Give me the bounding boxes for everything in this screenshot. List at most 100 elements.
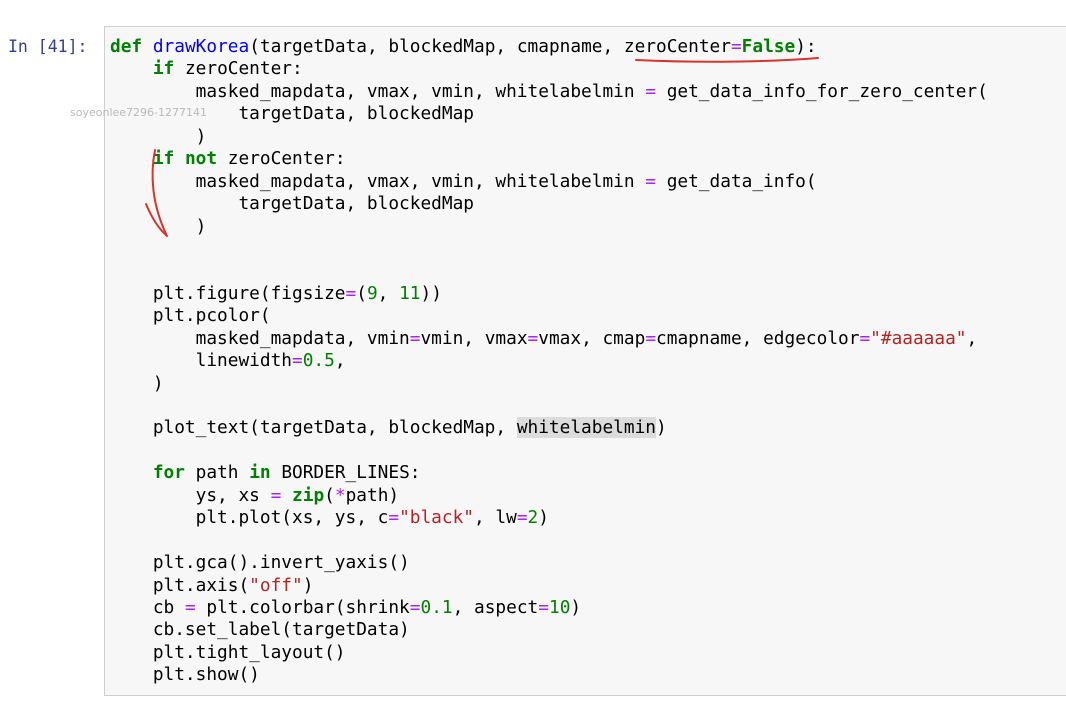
code-line[interactable]: plt.plot(xs, ys, c="black", lw=2) (110, 507, 988, 529)
keyword-token: if (152, 148, 175, 170)
code-line[interactable]: linewidth=0.5, (110, 350, 988, 372)
code-line[interactable]: if zeroCenter: (110, 58, 988, 80)
code-text: ): (795, 36, 817, 57)
code-line[interactable]: cb = plt.colorbar(shrink=0.1, aspect=10) (110, 597, 988, 619)
code-line[interactable]: cb.set_label(targetData) (110, 619, 988, 641)
number-token: 2 (527, 507, 539, 529)
code-text: plt.pcolor( (110, 305, 271, 327)
code-line[interactable] (110, 260, 988, 282)
code-text: ) (110, 125, 207, 147)
operator-token: = (184, 596, 196, 618)
code-text (142, 36, 153, 57)
operator-token: = (409, 327, 421, 349)
code-line[interactable]: masked_mapdata, vmax, vmin, whitelabelmi… (110, 81, 988, 103)
code-line[interactable]: ) (110, 373, 988, 395)
operator-token: = (270, 484, 282, 506)
code-text (110, 148, 153, 169)
code-line[interactable]: plt.tight_layout() (110, 642, 988, 664)
keyword-token: not (184, 148, 218, 170)
code-text: plt.show() (110, 664, 260, 686)
number-token: 11 (399, 282, 421, 304)
operator-token: = (516, 507, 528, 529)
code-text: plt.axis( (110, 574, 250, 596)
code-text: ) (570, 596, 582, 618)
operator-token: = (645, 170, 656, 192)
keyword-token: def (110, 36, 143, 57)
function-name-token: drawKorea (152, 36, 250, 57)
code-line[interactable]: plot_text(targetData, blockedMap, whitel… (110, 417, 988, 439)
code-text: ) (110, 215, 207, 237)
code-text: targetData, blockedMap (110, 193, 474, 215)
code-line[interactable]: plt.gca().invert_yaxis() (110, 552, 988, 574)
code-text: vmax, cmap (538, 327, 646, 349)
code-text: plot_text(targetData, blockedMap, (110, 417, 517, 439)
code-line[interactable] (110, 395, 988, 417)
code-text: cb.set_label(targetData) (110, 619, 410, 641)
code-line[interactable]: ys, xs = zip(*path) (110, 485, 988, 507)
code-text: get_data_info_for_zero_center( (655, 80, 988, 102)
operator-token: = (527, 327, 539, 349)
code-line[interactable] (110, 440, 988, 462)
number-token: 9 (366, 282, 378, 304)
code-text: vmin, vmax (420, 327, 528, 349)
code-text: masked_mapdata, vmin (110, 327, 410, 349)
code-line[interactable]: plt.show() (110, 664, 988, 686)
keyword-token: in (249, 462, 271, 484)
code-line[interactable]: plt.pcolor( (110, 305, 988, 327)
number-token: 10 (548, 596, 571, 618)
code-text: )) (420, 282, 442, 304)
keyword-token: if (152, 58, 175, 80)
code-line[interactable] (110, 530, 988, 552)
code-text: , (377, 282, 400, 304)
code-text: BORDER_LINES: (270, 462, 421, 484)
code-text: ) (110, 372, 164, 394)
code-text: linewidth (110, 350, 292, 372)
code-line[interactable]: targetData, blockedMap (110, 103, 988, 125)
code-editor[interactable]: def drawKorea ( targetData, blockedMap, cm… (110, 36, 988, 687)
watermark: soyeonlee7296-1277141 (70, 106, 207, 119)
code-line[interactable]: masked_mapdata, vmin=vmin, vmax=vmax, cm… (110, 328, 988, 350)
code-text: , (334, 350, 346, 372)
code-text: , lw (474, 507, 517, 529)
code-text: ) (655, 417, 667, 439)
number-token: 0.5 (302, 350, 335, 372)
operator-token: = (409, 596, 421, 618)
code-text: cmapname, edgecolor (656, 327, 860, 349)
operator-token: = (859, 327, 871, 349)
code-text: plt.figure(figsize (110, 282, 346, 304)
operator-token: = (645, 327, 657, 349)
code-text: ys, xs (110, 484, 271, 506)
builtin-token: False (741, 36, 796, 57)
code-line[interactable]: if not zeroCenter: (110, 148, 988, 170)
code-text: ( (324, 484, 335, 506)
operator-token: * (334, 484, 346, 506)
code-line[interactable]: def drawKorea(targetData, blockedMap, cm… (110, 36, 988, 58)
code-text: zeroCenter: (217, 148, 346, 170)
code-line[interactable]: plt.figure(figsize=(9, 11)) (110, 283, 988, 305)
code-text: plt.colorbar(shrink (195, 596, 410, 618)
code-text: cb (110, 596, 185, 618)
operator-token: = (292, 350, 303, 372)
operator-token: = (345, 282, 357, 304)
code-text: ) (538, 507, 549, 529)
code-cell[interactable] (104, 26, 1066, 696)
code-line[interactable]: masked_mapdata, vmax, vmin, whitelabelmi… (110, 171, 988, 193)
code-text: masked_mapdata, vmax, vmin, whitelabelmi… (110, 170, 646, 192)
code-line[interactable]: targetData, blockedMap (110, 193, 988, 215)
operator-token: = (388, 507, 400, 529)
operator-token: = (645, 80, 656, 102)
code-line[interactable]: for path in BORDER_LINES: (110, 462, 988, 484)
code-text: , aspect (452, 596, 539, 618)
operator-token: = (730, 36, 742, 57)
code-text: targetData, blockedMap (110, 103, 474, 125)
code-text: , (966, 327, 978, 349)
number-token: 0.1 (420, 596, 453, 618)
cell-prompt: In [41]: (8, 37, 88, 56)
string-token: "black" (399, 507, 474, 529)
code-text (110, 58, 153, 79)
code-line[interactable] (110, 238, 988, 260)
code-line[interactable]: ) (110, 126, 988, 148)
code-line[interactable]: ) (110, 216, 988, 238)
builtin-token: zip (292, 484, 325, 506)
code-line[interactable]: plt.axis("off") (110, 575, 988, 597)
